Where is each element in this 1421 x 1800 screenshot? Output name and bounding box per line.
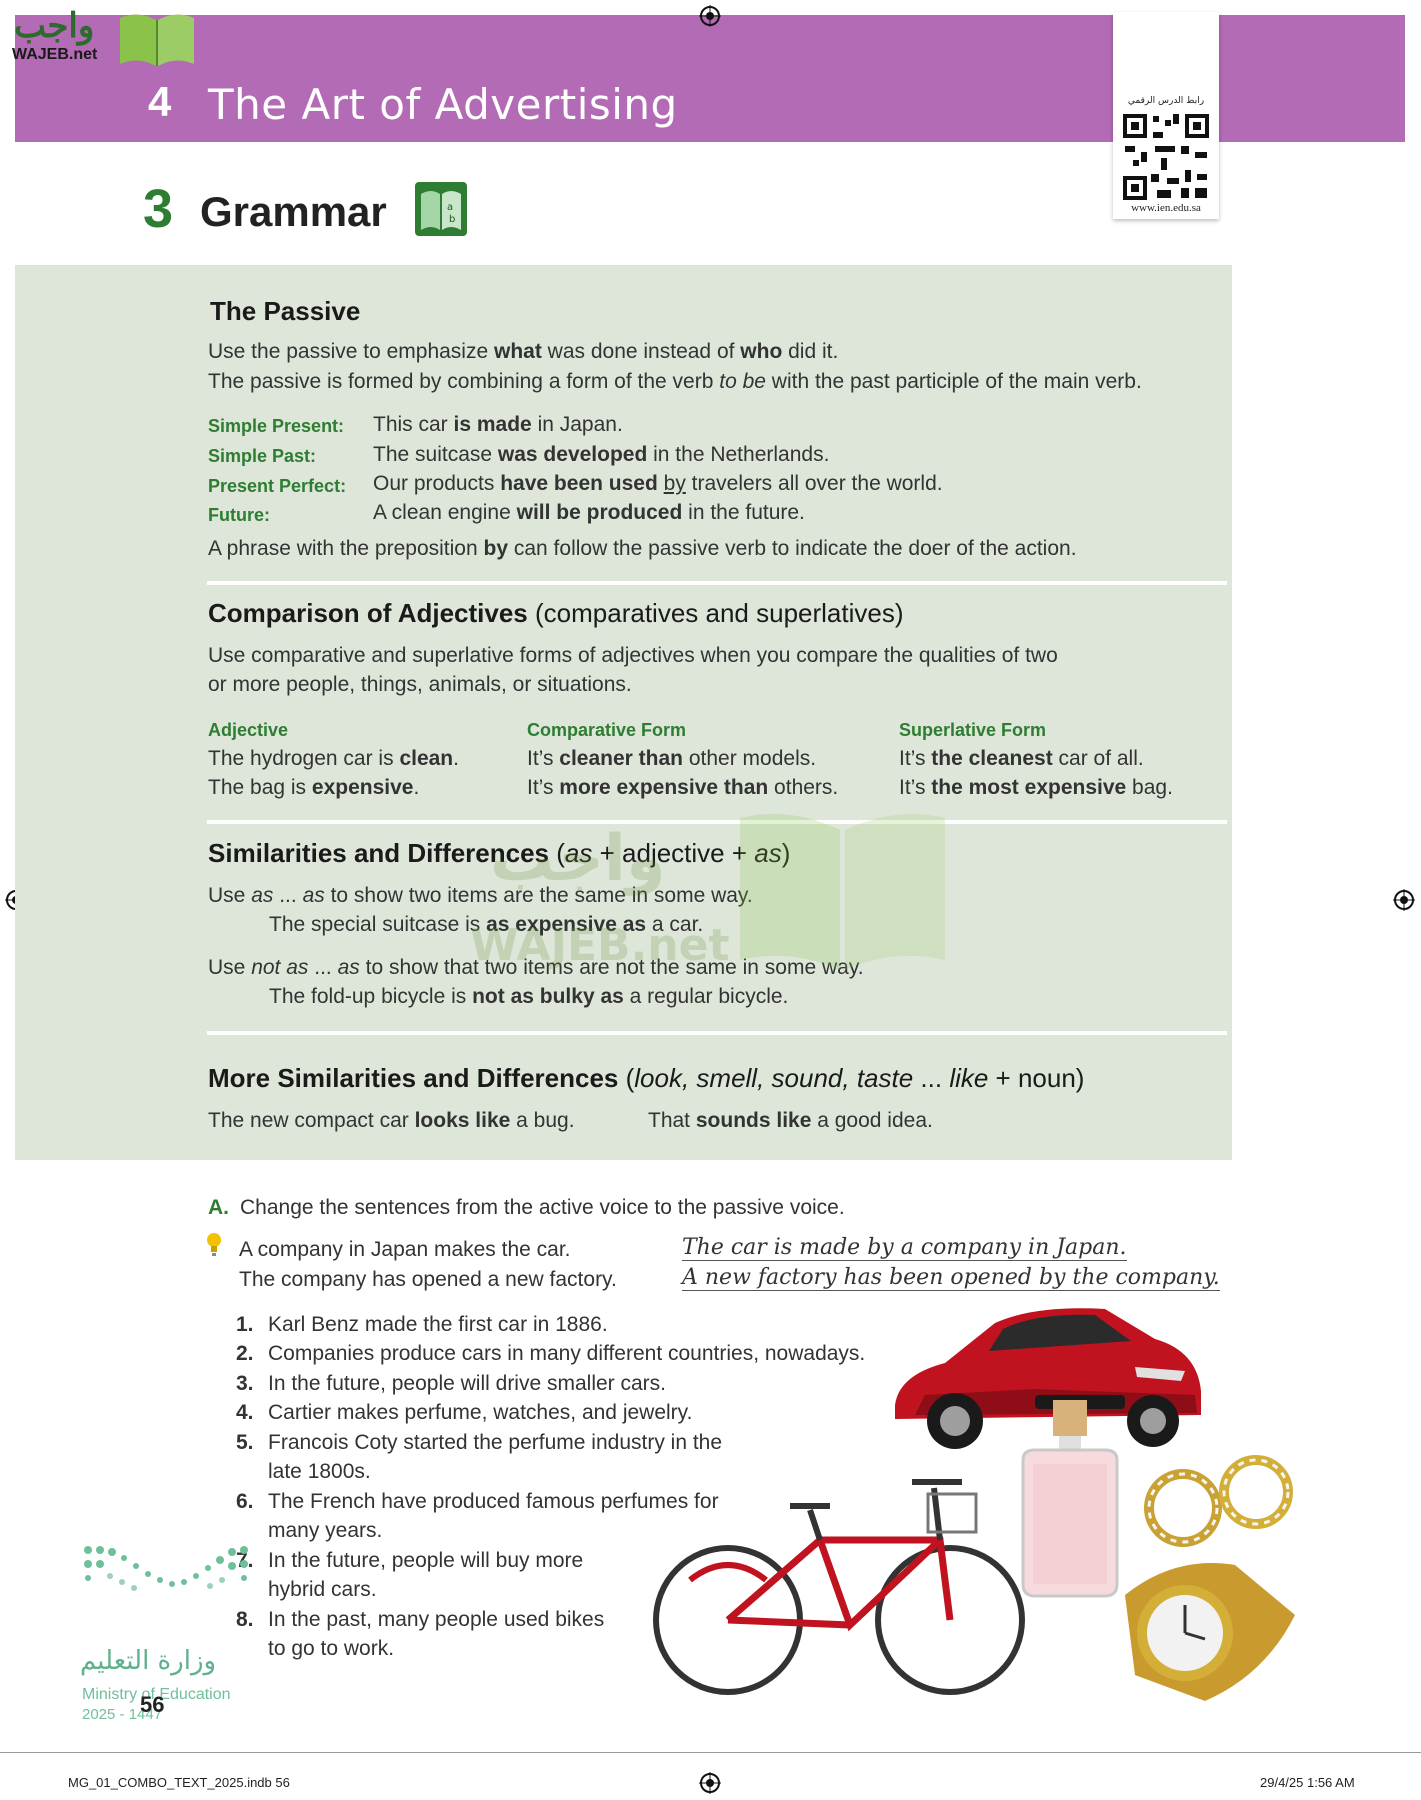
- comparison-cell: It’s cleaner than other models.: [527, 747, 817, 770]
- open-book-icon: [120, 14, 194, 67]
- qr-code-icon[interactable]: [1121, 112, 1211, 202]
- qr-url[interactable]: www.ien.edu.sa: [1131, 202, 1201, 214]
- tense-label: Simple Present:: [208, 416, 345, 436]
- qr-caption: رابط الدرس الرقمي: [1127, 96, 1205, 106]
- logo-english-text: WAJEB.net: [12, 46, 98, 63]
- model-prompt: The company has opened a new factory.: [239, 1268, 617, 1291]
- item-number: 4.: [236, 1401, 254, 1424]
- exercise-instruction: Change the sentences from the active voi…: [240, 1196, 845, 1219]
- exercise-letter: A.: [208, 1196, 229, 1219]
- item-number: 1.: [236, 1313, 254, 1336]
- comparison-cell: The bag is expensive.: [208, 776, 420, 799]
- ministry-name-arabic: وزارة التعليم: [80, 1646, 217, 1676]
- similarities-rule-1: Use as ... as to show two items are the …: [208, 884, 753, 907]
- tense-example: The suitcase was developed in the Nether…: [373, 443, 830, 466]
- exercise-item-continued: many years.: [268, 1519, 383, 1542]
- more-example-1: The new compact car looks like a bug.: [208, 1109, 575, 1132]
- passive-note: A phrase with the preposition by can fol…: [208, 537, 1077, 560]
- tense-example: Our products have been used by travelers…: [373, 472, 943, 495]
- red-car-image: [895, 1308, 1201, 1449]
- more-similarities-title: More Similarities and Differences (look,…: [208, 1063, 1085, 1093]
- registration-mark-icon: [1393, 889, 1415, 911]
- svg-text:a: a: [447, 202, 453, 213]
- similarities-title: Similarities and Differences (as + adjec…: [208, 838, 791, 868]
- item-number: 3.: [236, 1372, 254, 1395]
- exercise-item-continued: to go to work.: [268, 1637, 395, 1660]
- grammar-book-icon: a b: [415, 182, 467, 236]
- column-header-comparative: Comparative Form: [527, 720, 687, 740]
- footer-file-info: MG_01_COMBO_TEXT_2025.indb 56: [68, 1775, 290, 1790]
- exercise-item-continued: hybrid cars.: [268, 1578, 377, 1601]
- exercise-item: In the future, people will buy more: [268, 1549, 584, 1572]
- unit-title: The Art of Advertising: [208, 80, 678, 129]
- lightbulb-icon: [207, 1233, 221, 1256]
- tense-example: This car is made in Japan.: [373, 413, 623, 436]
- more-example-2: That sounds like a good idea.: [648, 1109, 933, 1132]
- tense-label: Future:: [208, 505, 270, 525]
- qr-card[interactable]: رابط الدرس الرقمي www.ien.edu.sa: [1113, 12, 1219, 219]
- model-answer: The car is made by a company in Japan.: [682, 1235, 1127, 1261]
- gold-watch-image: [1125, 1563, 1295, 1701]
- logo-arabic-text: واجب: [14, 7, 95, 45]
- comparison-cell: It’s the cleanest car of all.: [899, 747, 1144, 770]
- passive-rule-1: Use the passive to emphasize what was do…: [208, 340, 839, 363]
- wajeb-logo[interactable]: واجب WAJEB.net: [12, 4, 194, 72]
- item-number: 5.: [236, 1431, 254, 1454]
- exercise-item: In the future, people will drive smaller…: [268, 1372, 667, 1395]
- comparison-cell: The hydrogen car is clean.: [208, 747, 459, 770]
- column-header-adjective: Adjective: [208, 720, 289, 740]
- exercise-item: Karl Benz made the first car in 1886.: [268, 1313, 608, 1336]
- unit-number: 4: [148, 78, 172, 125]
- exercise-item: The French have produced famous perfumes…: [268, 1490, 719, 1513]
- comparison-desc-1: Use comparative and superlative forms of…: [208, 644, 1058, 667]
- registration-mark-icon: [699, 1772, 721, 1794]
- item-number: 6.: [236, 1490, 254, 1513]
- lesson-title: Grammar: [200, 188, 387, 235]
- exercise-item: In the past, many people used bikes: [268, 1608, 605, 1631]
- ministry-dots-icon: [84, 1546, 248, 1591]
- similarities-rule-2: Use not as ... as to show that two items…: [208, 956, 864, 979]
- trim-line: [0, 1752, 1421, 1753]
- lesson-number: 3: [143, 179, 174, 239]
- section-divider: [207, 581, 1227, 585]
- comparison-cell: It’s the most expensive bag.: [899, 776, 1173, 799]
- tense-label: Present Perfect:: [208, 476, 347, 496]
- tense-example: A clean engine will be produced in the f…: [373, 501, 805, 524]
- red-bicycle-image: [653, 1479, 1025, 1695]
- tense-label: Simple Past:: [208, 446, 317, 466]
- exercise-item: Cartier makes perfume, watches, and jewe…: [268, 1401, 693, 1424]
- column-header-superlative: Superlative Form: [899, 720, 1047, 740]
- ministry-year: 2025 - 1447: [82, 1706, 163, 1723]
- passive-rule-2: The passive is formed by combining a for…: [208, 370, 1142, 393]
- gold-earrings-image: [1144, 1455, 1293, 1547]
- passive-title: The Passive: [210, 296, 361, 326]
- item-number: 8.: [236, 1608, 254, 1631]
- svg-text:b: b: [449, 214, 455, 225]
- comparison-title: Comparison of Adjectives (comparatives a…: [208, 598, 904, 628]
- page-number: 56: [140, 1692, 165, 1717]
- exercise-item: Companies produce cars in many different…: [268, 1342, 866, 1365]
- footer-timestamp: 29/4/25 1:56 AM: [1260, 1775, 1355, 1790]
- section-divider: [207, 1031, 1227, 1035]
- ministry-name-english: Ministry of Education: [82, 1686, 231, 1703]
- similarities-example-2: The fold-up bicycle is not as bulky as a…: [269, 985, 789, 1008]
- model-prompt: A company in Japan makes the car.: [239, 1238, 571, 1261]
- comparison-desc-2: or more people, things, animals, or situ…: [208, 673, 632, 696]
- registration-mark-icon: [699, 5, 721, 27]
- similarities-example-1: The special suitcase is as expensive as …: [269, 913, 704, 936]
- section-divider: [207, 820, 1227, 824]
- exercise-item-continued: late 1800s.: [268, 1460, 371, 1483]
- model-answer: A new factory has been opened by the com…: [682, 1265, 1220, 1291]
- perfume-bottle-image: [1021, 1400, 1119, 1598]
- item-number: 2.: [236, 1342, 254, 1365]
- comparison-cell: It’s more expensive than others.: [527, 776, 839, 799]
- grammar-box: [15, 265, 1232, 1160]
- exercise-item: Francois Coty started the perfume indust…: [268, 1431, 723, 1454]
